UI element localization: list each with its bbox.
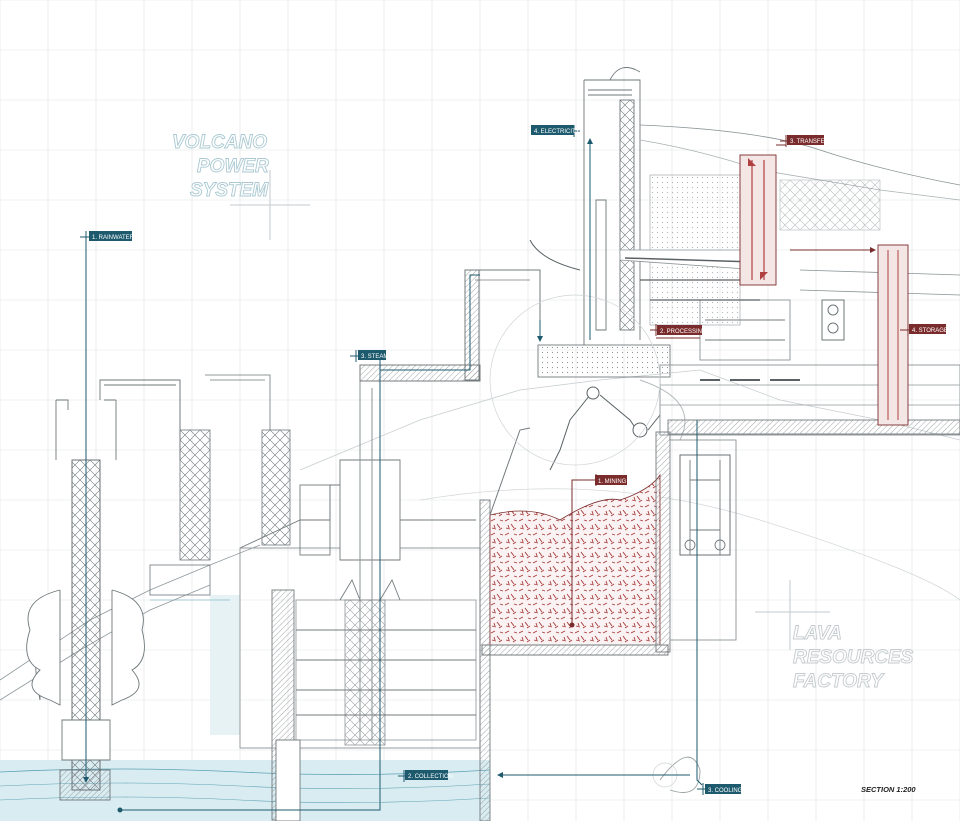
steam-pipe [359, 269, 541, 740]
label-cooling-text: 3. COOLING [708, 788, 743, 794]
central-structure [239, 459, 491, 821]
label-electricity-text: 4. ELECTRICITY [534, 129, 580, 135]
label-mining: 1. MINING [595, 475, 627, 485]
water-flow-lines [85, 140, 703, 811]
label-transfer: 3. TRANSFER [787, 135, 830, 145]
lattice-towers [149, 374, 291, 596]
mining-arm [549, 379, 686, 471]
label-processing: 2. PROCESSING [657, 325, 707, 335]
volcano-title-line-2: POWER [197, 156, 269, 177]
transfer-elevator [739, 154, 777, 286]
label-storage: 4. STORAGE [909, 324, 948, 334]
label-steam-text: 3. STEAM [361, 354, 388, 360]
label-collection: 2. COLLECTION [405, 770, 453, 780]
label-steam: 3. STEAM [358, 350, 388, 360]
label-electricity: 4. ELECTRICITY [531, 125, 580, 135]
label-collection-text: 2. COLLECTION [408, 774, 453, 780]
label-cooling: 3. COOLING [705, 784, 743, 794]
label-processing-text: 2. PROCESSING [660, 329, 707, 335]
storage-silo [821, 244, 909, 426]
section-scale-label: SECTION 1:200 [861, 785, 916, 794]
lava-title: LAVA RESOURCES FACTORY [793, 623, 915, 693]
label-storage-text: 4. STORAGE [912, 328, 948, 334]
volcano-title-line-1: VOLCANO [172, 132, 267, 153]
volcano-title-line-3: SYSTEM [190, 180, 269, 201]
lava-title-line-1: LAVA [793, 623, 842, 644]
right-shaft [655, 431, 737, 793]
lava-title-line-3: FACTORY [793, 671, 885, 692]
label-rainwater-text: 1. RAINWATER [92, 235, 135, 241]
volcano-title: VOLCANO POWER SYSTEM [172, 132, 270, 202]
flow-markers [83, 138, 593, 813]
label-mining-text: 1. MINING [598, 479, 627, 485]
lava-markers [569, 247, 876, 628]
title-crosses [230, 170, 830, 650]
label-transfer-text: 3. TRANSFER [790, 139, 830, 145]
lava-pit [481, 427, 669, 656]
label-rainwater: 1. RAINWATER [89, 231, 135, 241]
canopy [529, 124, 960, 326]
main-tower [26, 379, 181, 801]
lava-title-line-2: RESOURCES [793, 647, 914, 668]
